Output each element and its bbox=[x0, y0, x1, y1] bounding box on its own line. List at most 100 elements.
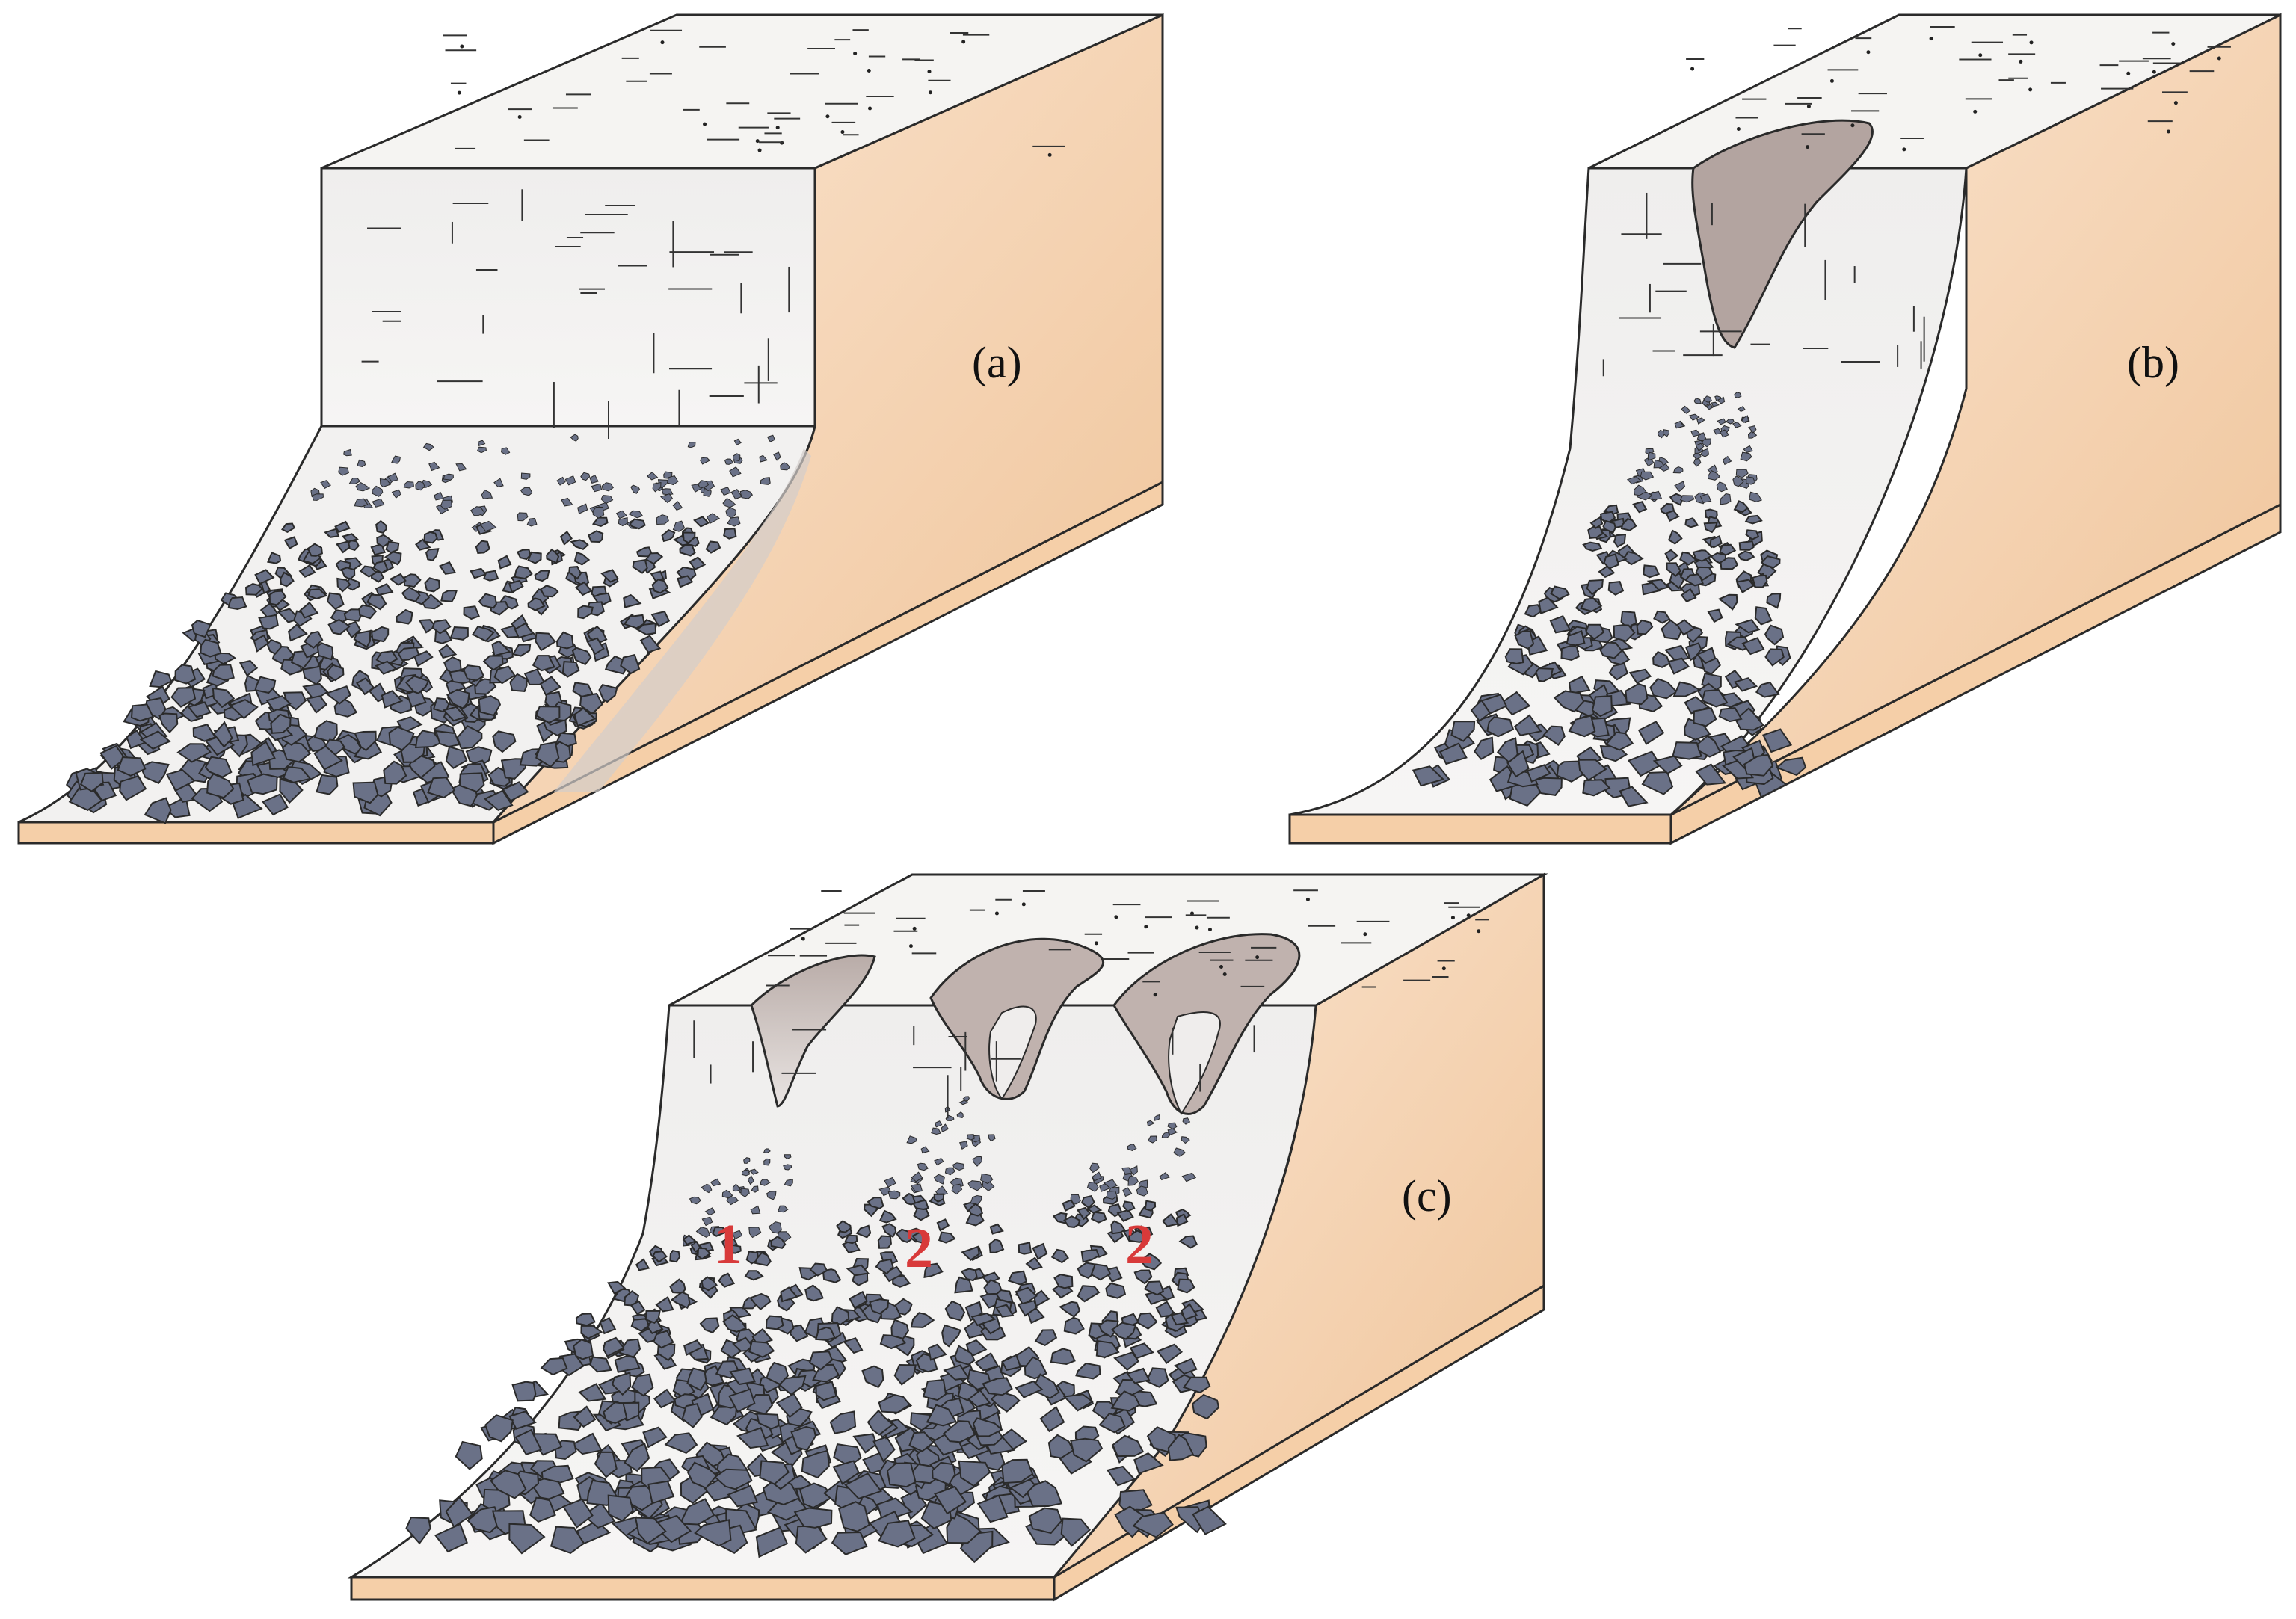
debris-fragment bbox=[923, 1262, 944, 1279]
debris-fragment bbox=[561, 1498, 594, 1529]
debris-fragment bbox=[798, 1482, 835, 1509]
debris-fragment bbox=[1760, 555, 1781, 569]
debris-fragment bbox=[520, 472, 531, 480]
debris-fragment bbox=[1605, 689, 1631, 707]
debris-fragment bbox=[1622, 550, 1644, 566]
rock-texture-dot bbox=[801, 937, 805, 941]
debris-fragment bbox=[1717, 396, 1726, 404]
debris-fragment bbox=[1025, 1256, 1043, 1271]
debris-fragment bbox=[1106, 1465, 1136, 1487]
debris-fragment bbox=[250, 741, 276, 767]
debris-fragment bbox=[686, 1461, 718, 1490]
debris-fragment bbox=[1693, 398, 1702, 404]
debris-fragment bbox=[1641, 582, 1661, 596]
debris-fragment bbox=[1077, 1285, 1101, 1303]
debris-fragment bbox=[523, 668, 547, 685]
debris-fragment bbox=[1182, 1376, 1211, 1394]
debris-fragment bbox=[311, 493, 324, 501]
debris-fragment bbox=[968, 1203, 983, 1217]
debris-fragment bbox=[483, 789, 514, 811]
debris-fragment bbox=[354, 730, 377, 752]
debris-fragment bbox=[760, 1179, 771, 1186]
rock-texture-dot bbox=[703, 122, 707, 126]
debris-fragment bbox=[1703, 522, 1718, 534]
debris-fragment bbox=[1161, 1213, 1180, 1227]
debris-fragment bbox=[1719, 429, 1730, 438]
debris-fragment bbox=[1743, 753, 1774, 777]
debris-fragment bbox=[887, 1190, 901, 1200]
debris-fragment bbox=[639, 635, 662, 653]
debris-fragment bbox=[603, 1336, 625, 1357]
base-slab-front bbox=[350, 1576, 1056, 1601]
debris-fragment bbox=[383, 760, 407, 785]
debris-fragment bbox=[570, 434, 579, 442]
debris-fragment bbox=[405, 1517, 431, 1545]
debris-fragment bbox=[631, 1373, 654, 1397]
debris-fragment bbox=[783, 1164, 792, 1171]
debris-fragment bbox=[443, 473, 454, 481]
debris-fragment bbox=[808, 1351, 834, 1371]
debris-fragment bbox=[959, 1141, 968, 1150]
debris-fragment bbox=[1059, 1301, 1081, 1318]
debris-fragment bbox=[490, 1470, 527, 1499]
debris-fragment bbox=[176, 743, 212, 763]
debris-fragment bbox=[612, 1372, 632, 1396]
debris-fragment bbox=[313, 745, 343, 771]
debris-fragment bbox=[1735, 469, 1749, 478]
debris-fragment bbox=[316, 642, 334, 661]
debris-fragment bbox=[1732, 475, 1744, 487]
debris-fragment bbox=[336, 577, 351, 593]
debris-fragment bbox=[664, 1432, 698, 1454]
rock-texture-dot bbox=[1144, 925, 1148, 929]
debris-fragment bbox=[353, 629, 372, 649]
rock-texture-dot bbox=[1973, 109, 1978, 114]
rock-texture-dot bbox=[908, 944, 913, 949]
rock-texture-dot bbox=[825, 114, 830, 119]
debris-fragment bbox=[1647, 451, 1656, 461]
debris-fragment bbox=[775, 1393, 803, 1419]
debris-fragment bbox=[743, 1157, 751, 1164]
debris-fragment bbox=[1603, 553, 1620, 570]
debris-fragment bbox=[732, 1183, 742, 1192]
debris-fragment bbox=[831, 1531, 868, 1555]
debris-fragment bbox=[413, 650, 434, 667]
debris-fragment bbox=[1095, 1339, 1120, 1358]
debris-fragment bbox=[1747, 430, 1758, 439]
debris-fragment bbox=[526, 517, 538, 527]
debris-fragment bbox=[934, 1485, 967, 1515]
debris-fragment bbox=[927, 1343, 947, 1361]
debris-fragment bbox=[381, 690, 404, 709]
debris-fragment bbox=[697, 1247, 712, 1260]
debris-fragment bbox=[1693, 707, 1717, 727]
debris-fragment bbox=[1167, 1122, 1178, 1129]
rock-texture-dot bbox=[1207, 928, 1212, 932]
debris-fragment bbox=[327, 618, 351, 635]
debris-fragment bbox=[372, 498, 385, 508]
debris-fragment bbox=[1693, 451, 1702, 460]
debris-fragment bbox=[623, 614, 645, 629]
debris-b bbox=[1412, 392, 1807, 807]
debris-fragment bbox=[867, 1409, 894, 1436]
debris-fragment bbox=[1613, 533, 1627, 548]
debris-fragment bbox=[170, 687, 197, 708]
debris-fragment bbox=[119, 775, 147, 801]
debris-fragment bbox=[1018, 1242, 1032, 1255]
debris-fragment bbox=[656, 1343, 676, 1362]
debris-fragment bbox=[877, 1235, 892, 1249]
debris-fragment bbox=[1717, 418, 1726, 425]
debris-fragment bbox=[397, 647, 420, 662]
debris-fragment bbox=[682, 1234, 697, 1246]
debris-fragment bbox=[508, 1410, 537, 1430]
debris-fragment bbox=[445, 1496, 474, 1529]
rock-texture-dot bbox=[1978, 53, 1983, 58]
rock-texture-dot bbox=[2171, 42, 2176, 46]
debris-fragment bbox=[739, 490, 753, 499]
debris-fragment bbox=[1127, 1175, 1139, 1186]
debris-fragment bbox=[247, 773, 278, 795]
debris-fragment bbox=[706, 513, 721, 524]
debris-fragment bbox=[1438, 742, 1468, 765]
debris-fragment bbox=[423, 531, 438, 544]
debris-fragment bbox=[740, 1188, 750, 1197]
rock-texture-dot bbox=[912, 926, 917, 931]
debris-fragment bbox=[334, 520, 351, 534]
